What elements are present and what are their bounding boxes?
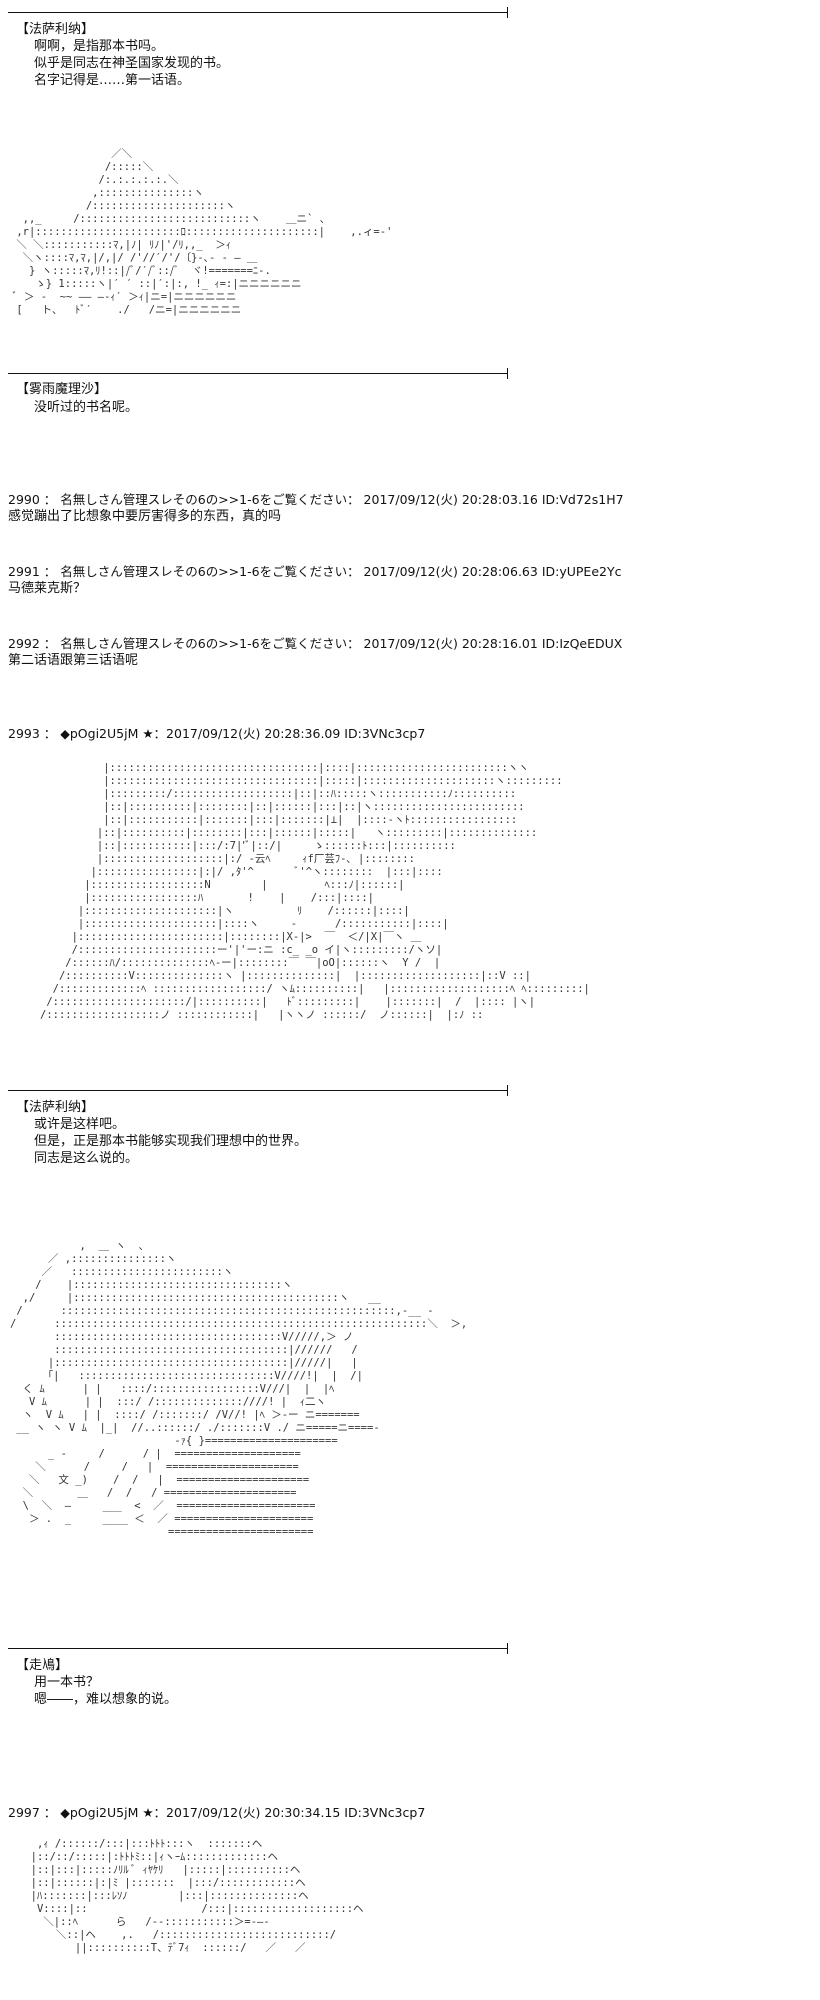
post-header: 2993 ： ◆pOgi2U5jM ★：2017/09/12(火) 20:28:… xyxy=(8,726,426,741)
divider-top xyxy=(8,7,508,18)
speech-line: 似乎是同志在神圣国家发现的书。 xyxy=(34,56,230,71)
speech-line: 或许是这样吧。 xyxy=(34,1117,126,1132)
ascii-art-hat-2: , ＿ ヽ 、 ／ ,:::::::::::::::ヽ ／ ::::::::::… xyxy=(10,1240,468,1538)
speech-line: 啊啊，是指那本书吗。 xyxy=(34,39,165,54)
speaker-tag: 【雾雨魔理沙】 xyxy=(16,382,108,397)
speech-line: 名字记得是……第一话语。 xyxy=(34,73,191,88)
post-header: 2992 ： 名無しさん管理スレその6の>>1-6をご覧ください： 2017/0… xyxy=(8,636,623,651)
ascii-art-character-1: |:::::::::::::::::::::::::::::::::|::::|… xyxy=(40,762,590,1021)
post-header: 2990 ： 名無しさん管理スレその6の>>1-6をご覧ください： 2017/0… xyxy=(8,492,624,507)
speech-line: 嗯――，难以想象的说。 xyxy=(34,1692,178,1707)
speech-line: 用一本书？ xyxy=(34,1675,100,1690)
speech-line: 同志是这么说的。 xyxy=(34,1151,139,1166)
post-body: 马德莱克斯？ xyxy=(8,581,87,596)
speaker-tag: 【法萨利纳】 xyxy=(16,22,95,37)
post-header: 2991 ： 名無しさん管理スレその6の>>1-6をご覧ください： 2017/0… xyxy=(8,564,622,579)
divider xyxy=(8,1643,508,1654)
speaker-tag: 【走鳰】 xyxy=(16,1658,69,1673)
ascii-art-hat-1: ／＼ /:::::＼ /:.:.:.:.:.＼ ,:::::::::::::::… xyxy=(10,148,393,316)
divider xyxy=(8,1085,508,1096)
post-header: 2997 ： ◆pOgi2U5jM ★：2017/09/12(火) 20:30:… xyxy=(8,1805,426,1820)
speaker-tag: 【法萨利纳】 xyxy=(16,1100,95,1115)
speech-line: 但是，正是那本书能够实现我们理想中的世界。 xyxy=(34,1134,308,1149)
speech-line: 没听过的书名呢。 xyxy=(34,400,139,415)
divider xyxy=(8,368,508,379)
ascii-art-character-2: ,ｨ /::::::/:::|:::ﾄﾄﾄ:::ヽ :::::::ヘ |::/:… xyxy=(30,1838,364,1954)
post-body: 感觉蹦出了比想象中要厉害得多的东西，真的吗 xyxy=(8,509,282,524)
post-body: 第二话语跟第三话语呢 xyxy=(8,653,139,668)
